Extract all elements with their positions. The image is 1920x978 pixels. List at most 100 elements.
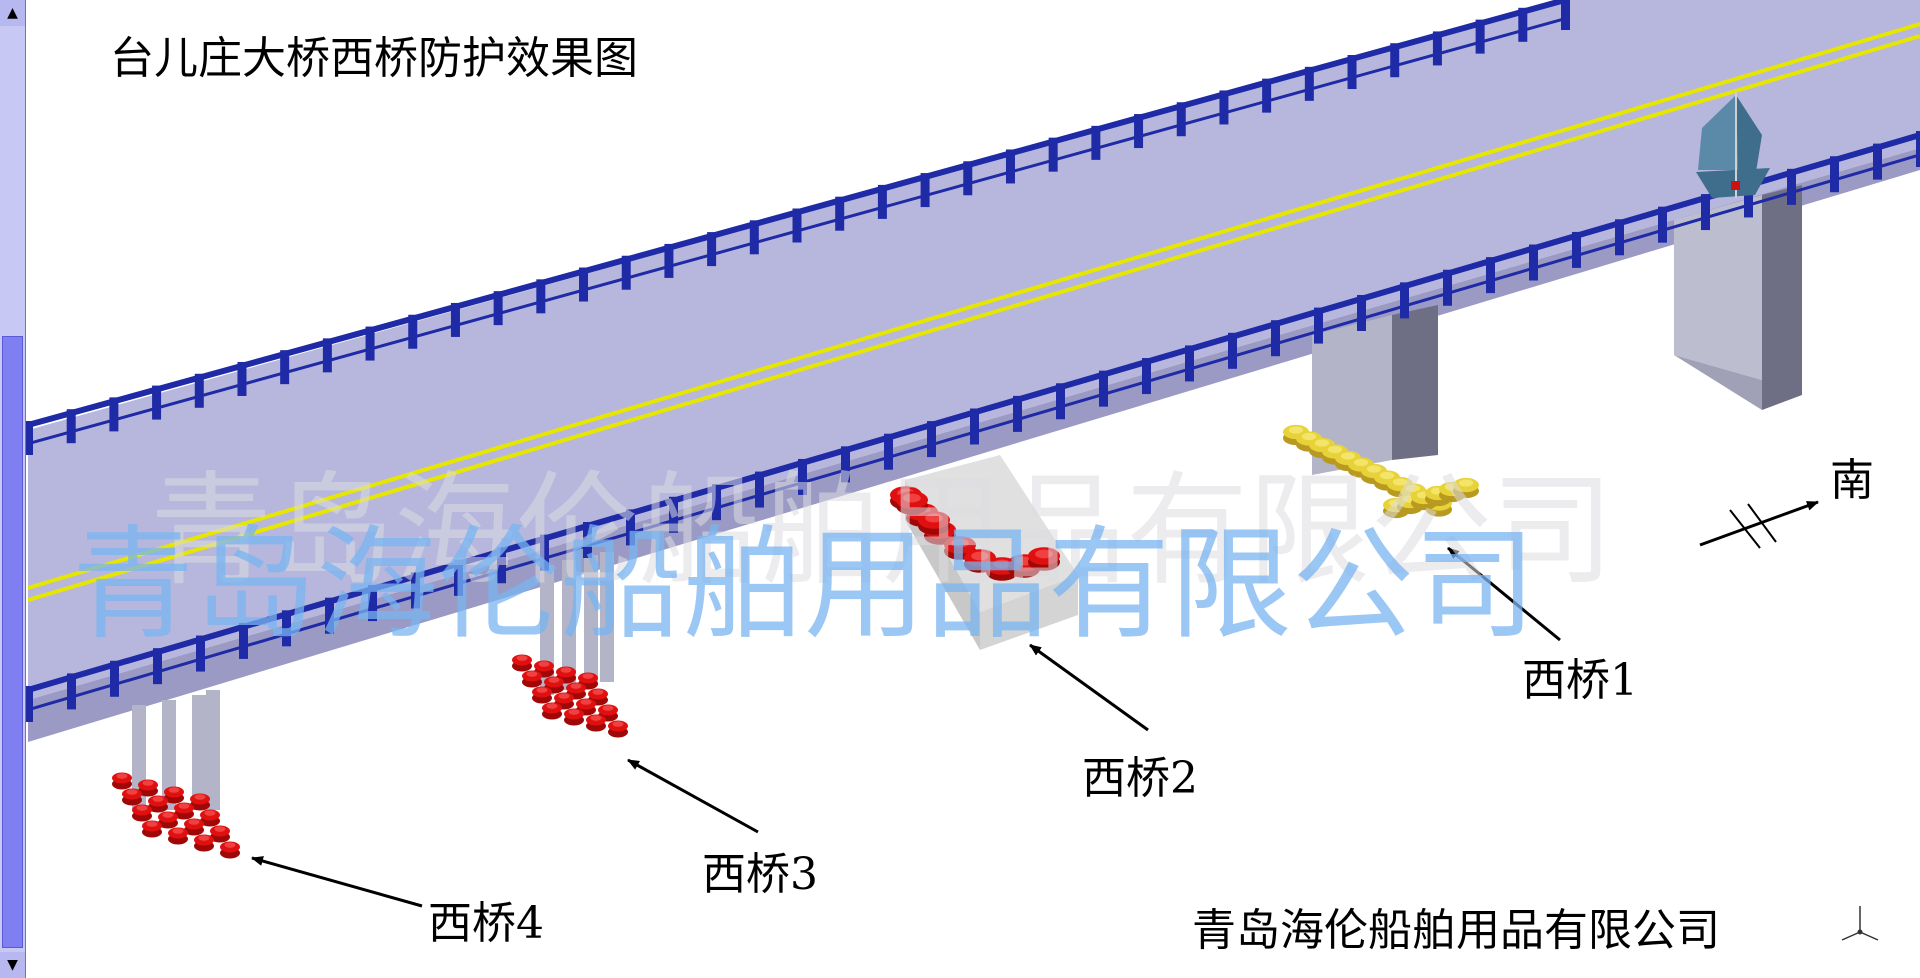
railing-post [835,196,845,231]
railing-post [1830,156,1839,193]
scroll-thumb[interactable] [2,336,23,948]
pier-west1 [1312,305,1438,475]
far-railing [24,0,1570,455]
railing-post [1701,194,1710,231]
centerline-2 [27,34,1920,602]
fender-ring [580,699,592,705]
railing-post [798,458,807,495]
fender-ring [1458,479,1474,487]
railing-post [194,373,204,408]
fender-ring [570,683,582,689]
railing-post [927,421,936,458]
fender-ring [188,819,200,825]
fender-ring [224,842,236,848]
railing-post [1916,131,1920,167]
south-arrow-icon [1699,500,1819,549]
railing-post [583,522,592,559]
railing-post [1347,55,1357,90]
arrow-west2 [1029,643,1149,732]
fender-ring [194,794,206,800]
railing-post [536,279,546,314]
railing-post [110,660,119,697]
railing-post [322,338,332,373]
fender-ring [1379,471,1395,480]
railing-post [109,397,119,432]
fender-ring [526,671,538,677]
fender-ring [536,687,548,693]
pier-label-west1: 西桥1 [1522,655,1638,706]
scroll-down-button[interactable]: ▼ [0,952,25,978]
railing-post [1271,320,1280,357]
fender-ring [1353,458,1369,467]
railing-post [884,433,893,470]
pier-label-west3: 西桥3 [702,849,818,900]
railing-post [24,421,33,455]
fender-ring [198,835,210,841]
railing-post [626,509,635,546]
fender-ring [568,709,580,715]
railing-post [1357,294,1366,331]
railing-post [66,409,76,444]
scroll-up-button[interactable]: ▲ [0,0,25,26]
boat-icon [1696,92,1770,198]
fender-ring [116,773,128,779]
railing-post [970,408,979,445]
railing-post [1615,219,1624,256]
fender-ring [1392,478,1408,486]
arrow-west3 [627,758,759,834]
railing-post [749,220,759,255]
railing-post [963,161,973,196]
railing-post [368,585,377,622]
fender-ring [612,721,624,727]
fender-ring [602,705,614,711]
fender-ring [168,787,180,793]
railing-post [67,673,76,710]
fender-ring [538,661,550,667]
railing-post [1314,307,1323,344]
vertical-scrollbar[interactable]: ▲ ▼ [0,0,26,978]
fender-ring [1340,452,1356,460]
fenders-west3 [512,654,628,738]
direction-label-south: 南 [1830,455,1874,506]
railing-post [1475,19,1485,54]
railing-post [1658,206,1667,243]
page-title: 台儿庄大桥西桥防护效果图 [110,33,638,84]
fenders-west1 [1283,424,1479,519]
fender-ring [546,703,558,709]
fender-ring [136,805,148,811]
fender-ring [162,812,174,818]
fender-ring [214,826,226,832]
railing-post [707,232,717,267]
railing-post [621,255,631,290]
railing-post [1228,332,1237,369]
railing-post [280,350,290,385]
railing-post [1400,282,1409,319]
railing-post [755,471,764,508]
railing-post [1048,137,1058,172]
fender-ring [951,538,969,548]
railing-post [411,572,420,609]
company-name: 青岛海伦船舶用品有限公司 [1192,905,1720,956]
railing-post [24,686,33,722]
railing-post [1561,0,1570,30]
railing-post [1787,168,1796,205]
railing-post [1390,43,1400,78]
railing-post [237,361,247,396]
railing-post [153,648,162,685]
axis-triad-icon [1841,906,1879,941]
railing-post [1432,31,1442,66]
watermark-back: 青岛海伦船舶用品有限公司 [150,460,1614,602]
railing-post [408,314,418,349]
railing-post [1056,383,1065,420]
railing-post [239,622,248,659]
fenders-west4 [112,772,240,859]
fender-ring [993,559,1011,569]
fender-ring [126,789,138,795]
fender-ring [1314,439,1330,447]
railing-post [1176,102,1186,137]
railing-post [1304,66,1314,101]
fender-ring [204,810,216,816]
fender-ring [1301,432,1317,441]
fender-ring [925,513,943,523]
